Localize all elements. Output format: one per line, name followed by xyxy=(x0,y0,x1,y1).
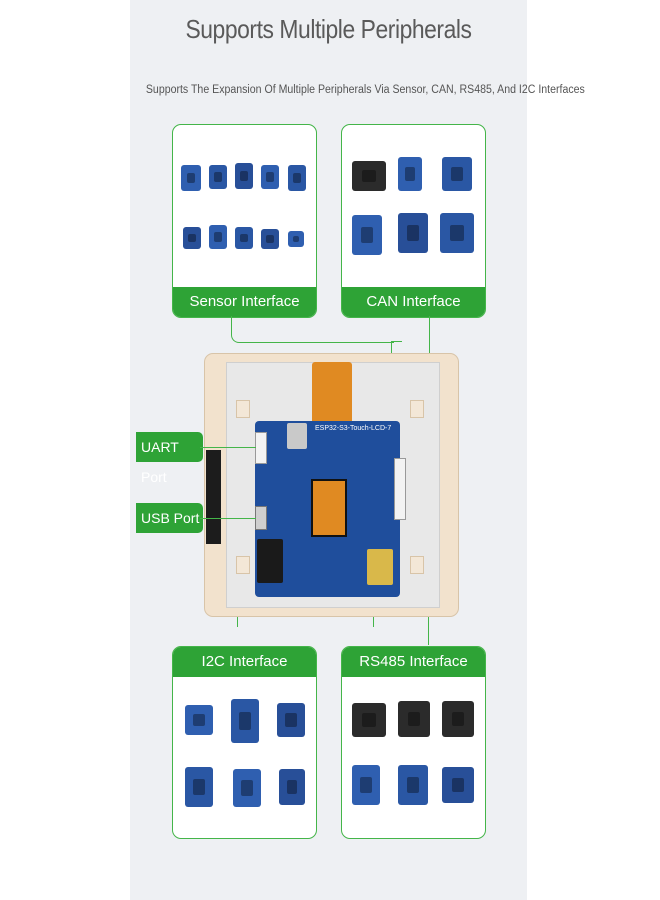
rs485-module xyxy=(398,765,428,805)
sensor-module xyxy=(183,227,201,249)
sensor-module xyxy=(261,229,279,249)
connector-strip xyxy=(367,549,393,585)
rs485-interface-card: RS485 Interface xyxy=(341,646,486,839)
rs485-module xyxy=(442,767,474,803)
rs485-interface-label: RS485 Interface xyxy=(342,647,485,677)
board-label: ESP32-S3-Touch-LCD-7 xyxy=(315,425,392,432)
i2c-module xyxy=(185,705,213,735)
sensor-module xyxy=(288,231,304,247)
can-interface-label: CAN Interface xyxy=(342,287,485,317)
uart-connector xyxy=(255,432,267,464)
usb-wire xyxy=(200,518,256,519)
can-module xyxy=(440,213,474,253)
rs485-module xyxy=(442,701,474,737)
mount-hole xyxy=(236,556,250,574)
usb-port-label: USB Port xyxy=(136,503,203,533)
can-module xyxy=(352,215,382,255)
sensor-module xyxy=(261,165,279,189)
sensor-interface-label: Sensor Interface xyxy=(173,287,316,317)
sensor-module xyxy=(181,165,201,191)
uart-port-label: UART Port xyxy=(136,432,203,485)
i2c-module xyxy=(185,767,213,807)
esp32-module xyxy=(257,539,283,583)
can-module xyxy=(352,161,386,191)
page-title: Supports Multiple Peripherals xyxy=(185,14,472,44)
i2c-module xyxy=(277,703,305,737)
sensor-module xyxy=(235,227,253,249)
sensor-module xyxy=(209,165,227,189)
i2c-module xyxy=(279,769,305,805)
esp32-board: ESP32-S3-Touch-LCD-7 xyxy=(255,421,400,597)
sensor-module xyxy=(209,225,227,249)
mount-hole xyxy=(410,556,424,574)
can-module xyxy=(442,157,472,191)
i2c-interface-card: I2C Interface xyxy=(172,646,317,839)
sd-slot xyxy=(287,423,307,449)
ribbon-cable xyxy=(312,362,352,424)
i2c-interface-label: I2C Interface xyxy=(173,647,316,677)
uart-wire xyxy=(200,447,256,448)
can-interface-card: CAN Interface xyxy=(341,124,486,318)
can-module xyxy=(398,157,422,191)
mount-hole xyxy=(410,400,424,418)
sensor-interface-card: Sensor Interface xyxy=(172,124,317,318)
header-connector xyxy=(394,458,406,520)
sensor-wire xyxy=(231,316,394,343)
sensor-module xyxy=(288,165,306,191)
rs485-module xyxy=(352,703,386,737)
usb-connector xyxy=(255,506,267,530)
rs485-module xyxy=(352,765,380,805)
side-connector xyxy=(206,450,221,544)
sensor-module xyxy=(235,163,253,189)
flex-cable xyxy=(311,479,347,537)
can-module xyxy=(398,213,428,253)
i2c-module xyxy=(233,769,261,807)
rs485-module xyxy=(398,701,430,737)
page-subtitle: Supports The Expansion Of Multiple Perip… xyxy=(145,84,585,96)
i2c-module xyxy=(231,699,259,743)
mount-hole xyxy=(236,400,250,418)
